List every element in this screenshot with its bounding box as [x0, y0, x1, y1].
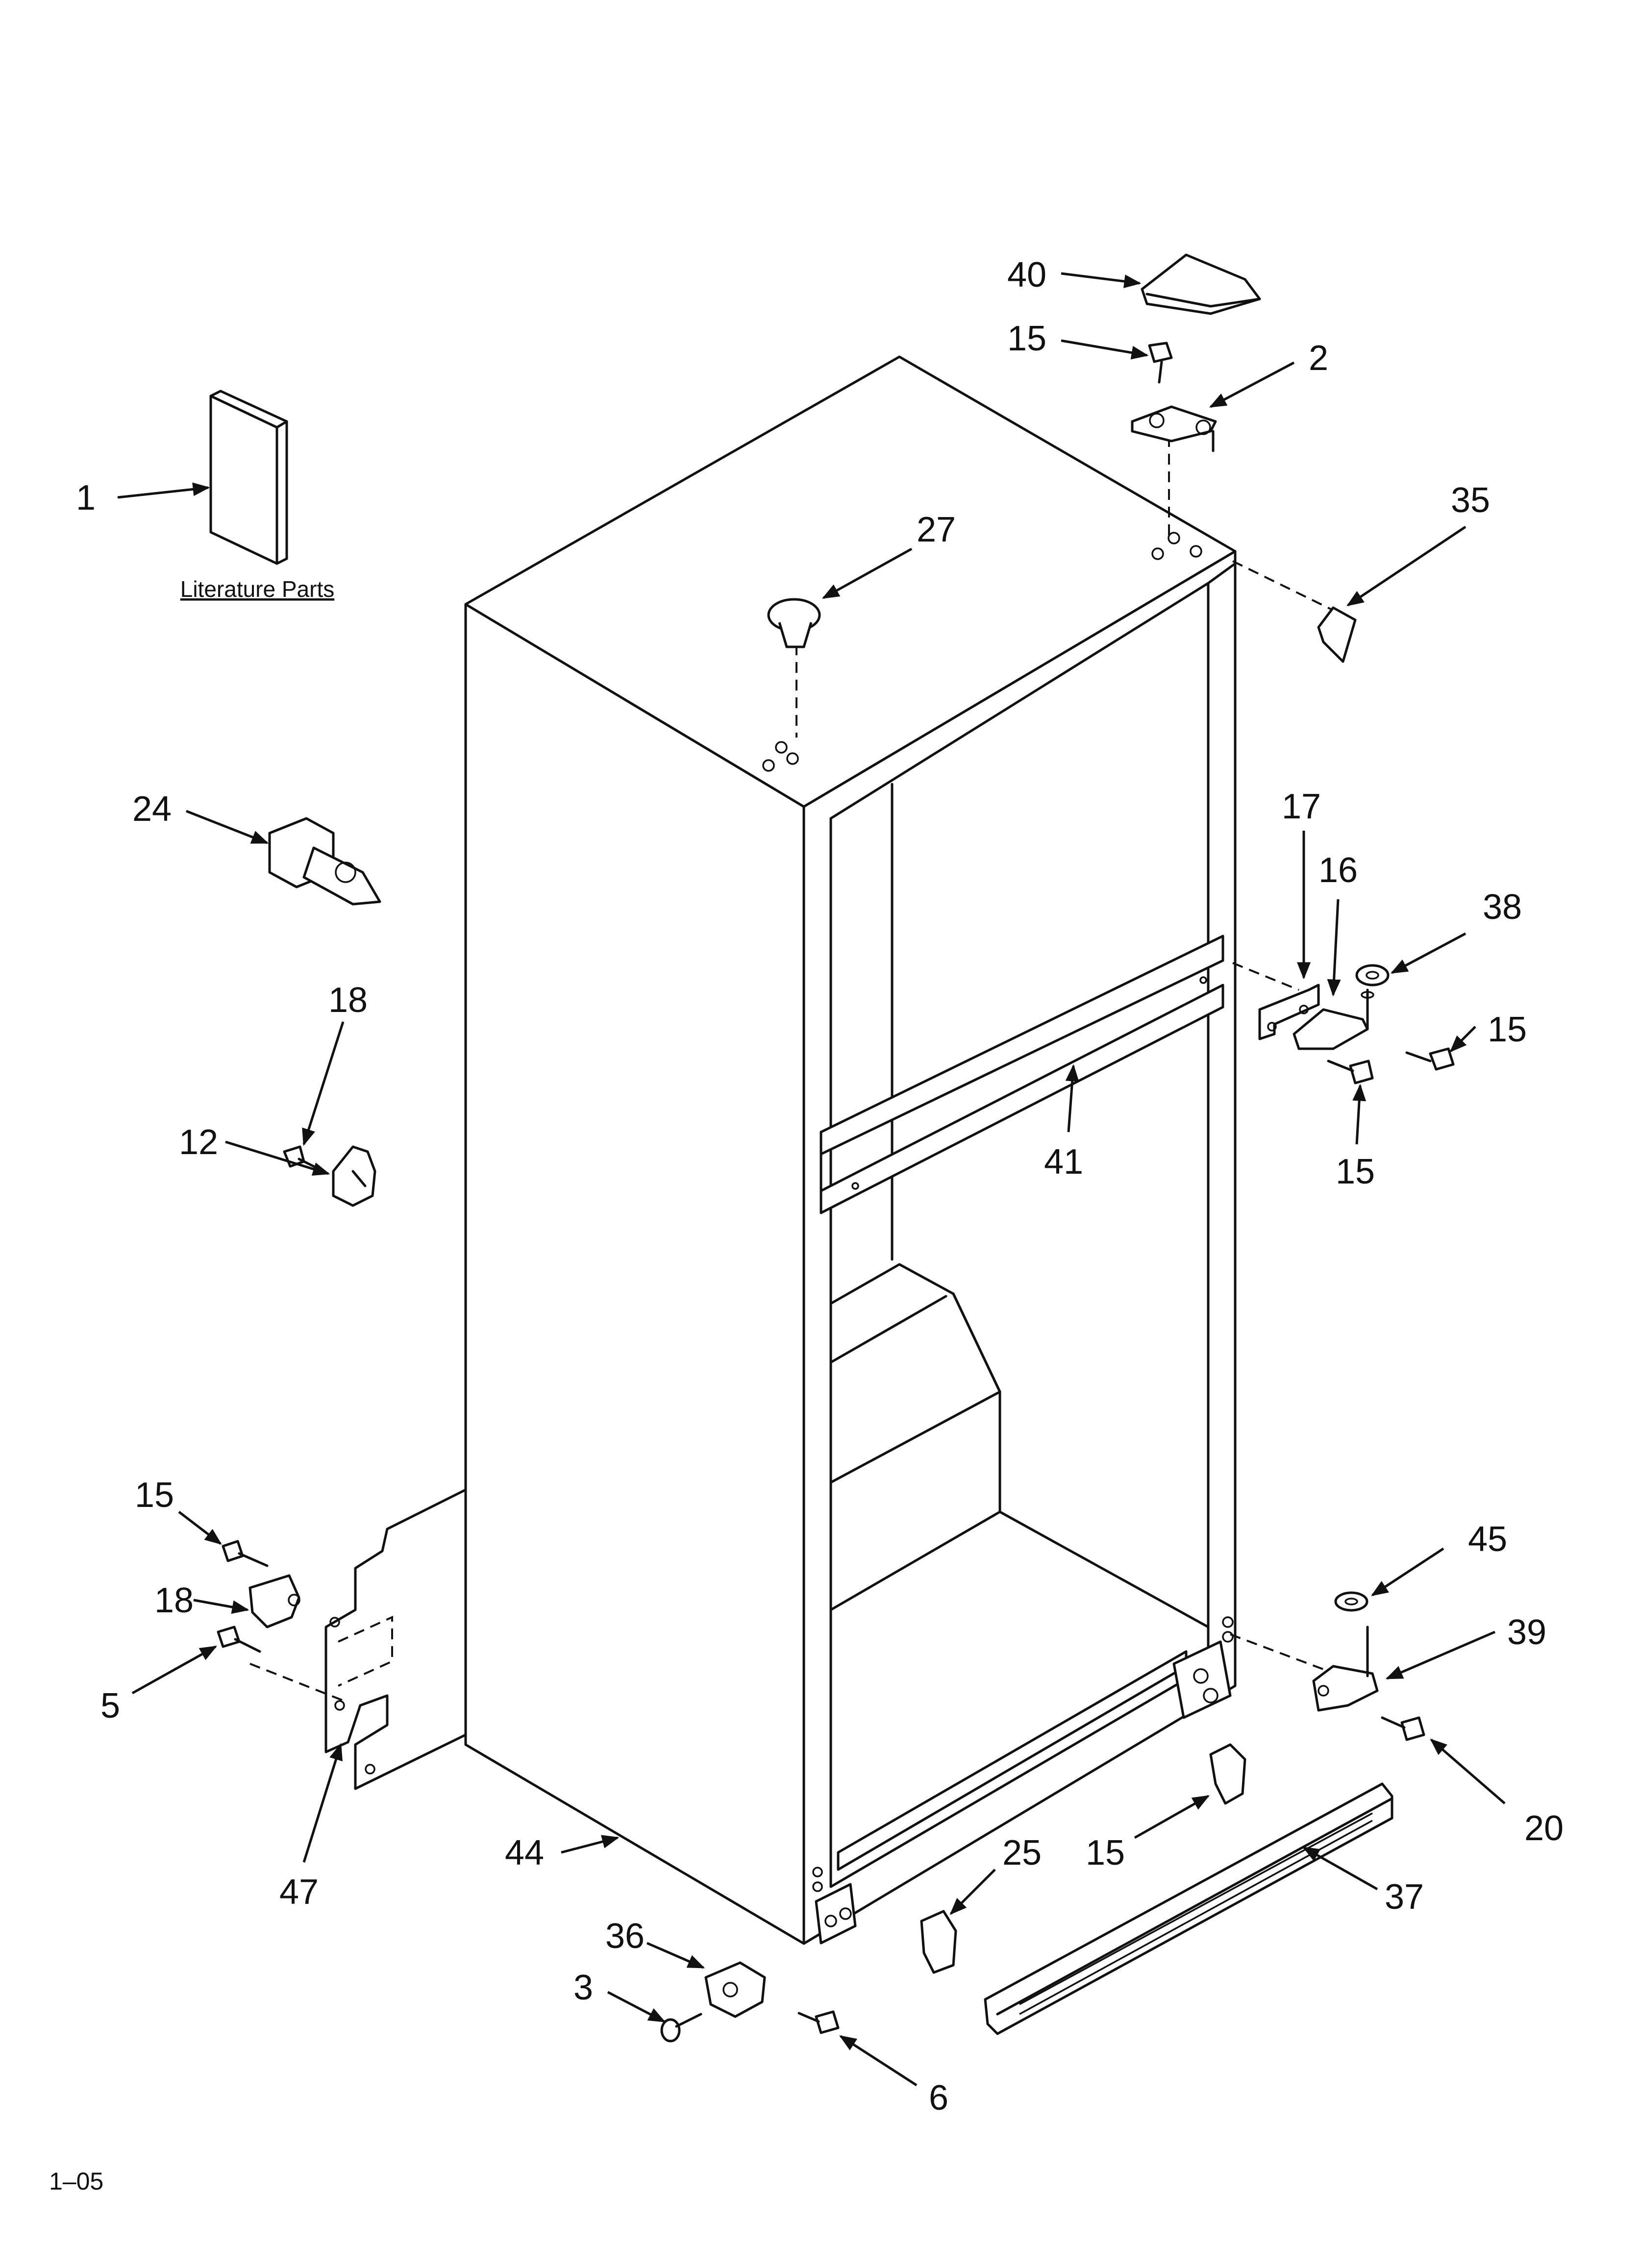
part-36-grille-icon — [984, 1782, 1393, 2035]
part-18-screw-bottom-icon — [222, 1540, 269, 1567]
callout-47: 5 — [100, 1686, 120, 1726]
part-2-hinge-icon — [1131, 405, 1217, 452]
part-3-bracket-icon — [704, 1961, 766, 2018]
callout-44: 47 — [279, 1873, 319, 1912]
part-24-spacer-icon — [268, 817, 381, 906]
callout-20: 39 — [1507, 1613, 1546, 1652]
part-40-cap-icon — [1141, 253, 1261, 315]
callout-2: 2 — [1309, 339, 1328, 378]
literature-parts-caption: Literature Parts — [180, 576, 334, 602]
callout-15-lower: 20 — [1524, 1809, 1564, 1848]
part-39-washer-icon — [1334, 1591, 1368, 1612]
callout-38: 38 — [1483, 887, 1522, 927]
callout-18-bottom: 15 — [135, 1476, 174, 1515]
callout-labels: 1 40 15 2 35 27 24 17 16 38 15 18 12 41 … — [76, 255, 1564, 2118]
part-16-hinge-icon — [1293, 988, 1374, 1050]
callout-5: 18 — [154, 1581, 194, 1620]
callout-25: 15 — [1086, 1833, 1125, 1873]
callout-17: 17 — [1282, 787, 1321, 826]
part-38-washer-icon — [1355, 964, 1390, 986]
literature-part-icon — [209, 390, 288, 565]
callout-24: 24 — [132, 789, 172, 829]
part-15-screw-lower-icon — [1381, 1716, 1425, 1741]
callout-3: 36 — [605, 1917, 645, 1956]
callout-11: 6 — [929, 2078, 948, 2118]
callout-36: 37 — [1385, 1877, 1424, 1917]
part-18-screw-top-icon — [283, 1145, 325, 1173]
callout-1: 1 — [76, 478, 96, 518]
callout-15-mid-right: 15 — [1488, 1010, 1527, 1049]
part-27-plug-icon — [767, 598, 821, 648]
part-15-screw-mid-icon — [1327, 1047, 1455, 1085]
callout-6: 3 — [573, 1968, 593, 2007]
callout-45: 44 — [505, 1833, 544, 1873]
callout-37: 25 — [1002, 1833, 1042, 1873]
callout-27: 27 — [917, 510, 956, 549]
callout-16: 16 — [1318, 851, 1358, 890]
part-5-clamp-icon — [249, 1574, 300, 1628]
part-15-screw-icon — [1148, 342, 1173, 384]
callout-12: 12 — [179, 1123, 218, 1162]
callout-18-top: 18 — [328, 981, 368, 1020]
cabinet-drawing — [249, 355, 1343, 1945]
callout-15-mid-low: 15 — [1336, 1152, 1375, 1191]
callout-39: 45 — [1468, 1520, 1507, 1559]
callout-35: 35 — [1451, 481, 1490, 520]
part-25-clip-icon — [1209, 1743, 1246, 1805]
part-6-screw-icon — [660, 2013, 702, 2043]
part-35-clip-icon — [1317, 606, 1357, 663]
callout-15-top: 15 — [1007, 319, 1046, 358]
callout-41: 41 — [1044, 1142, 1083, 1182]
part-11-screw-icon — [797, 2010, 840, 2034]
part-12-clip-icon — [332, 1145, 376, 1207]
part-47-screw-icon — [217, 1626, 261, 1653]
part-20-hinge-icon — [1312, 1626, 1379, 1712]
callout-40: 40 — [1007, 255, 1046, 295]
part-37-clip-icon — [920, 1910, 957, 1974]
callout-leaders — [117, 272, 1506, 2087]
part-17-bracket-icon — [1258, 984, 1320, 1040]
page-reference: 1–05 — [49, 2168, 103, 2195]
